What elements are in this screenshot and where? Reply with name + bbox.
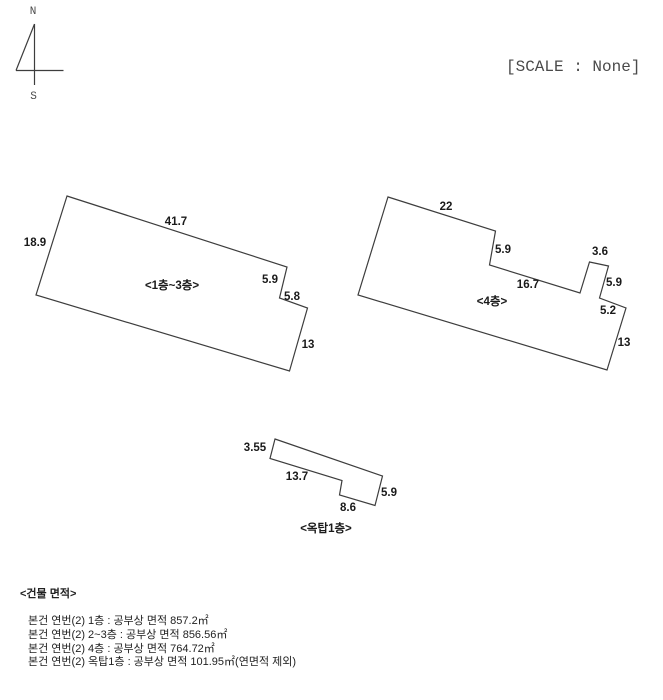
building-outline-floors-1-3 [35, 195, 309, 372]
building-area-line: 본건 연번(2) 4층 : 공부상 면적 764.72㎡ [28, 642, 215, 655]
dim-b2-top: 22 [439, 201, 453, 213]
dim-b2-step-right: 5.9 [495, 244, 511, 256]
dim-b3-left: 3.55 [243, 442, 267, 454]
building-outline-rooftop-1 [269, 438, 384, 507]
building-label-rooftop-1: <옥탑1층> [300, 523, 352, 535]
dim-b3-middle: 13.7 [285, 471, 309, 483]
dim-b3-bottom: 8.6 [340, 502, 356, 514]
dim-b1-notch-lower: 5.8 [284, 291, 300, 303]
building-outline-floor-4 [357, 196, 627, 371]
building-label-floor-4: <4층> [476, 296, 508, 308]
dim-b1-left: 18.9 [23, 237, 47, 249]
building-label-floors-1-3: <1층~3층> [144, 280, 200, 292]
building-area-lines: 본건 연번(2) 1층 : 공부상 면적 857.2㎡ 본건 연번(2) 2~3… [28, 615, 296, 670]
building-area-section: <건물 면적> 본건 연번(2) 1층 : 공부상 면적 857.2㎡ 본건 연… [20, 585, 296, 670]
compass-south-label: S [30, 91, 37, 103]
building-area-line: 본건 연번(2) 옥탑1층 : 공부상 면적 101.95㎡(연면적 제외) [28, 656, 297, 669]
compass-north-label: N [29, 6, 37, 18]
building-area-line: 본건 연번(2) 2~3층 : 공부상 면적 856.56㎡ [28, 628, 228, 641]
dim-b3-right: 5.9 [381, 487, 397, 499]
dim-b1-right: 13 [301, 339, 315, 351]
dim-b2-upper-right: 5.2 [600, 305, 616, 317]
building-area-title: <건물 면적> [20, 588, 77, 600]
dim-b2-right: 13 [617, 337, 631, 349]
building-area-line: 본건 연번(2) 1층 : 공부상 면적 857.2㎡ [28, 615, 209, 627]
dim-b2-middle: 16.7 [516, 279, 540, 291]
dim-b1-notch-upper: 5.9 [262, 274, 278, 286]
dim-b2-tab-right: 5.9 [606, 277, 622, 289]
dim-b2-tab-top: 3.6 [592, 246, 608, 258]
dim-b1-top: 41.7 [164, 216, 188, 228]
north-compass-icon [15, 23, 64, 85]
scale-label: [SCALE : None] [506, 58, 641, 76]
